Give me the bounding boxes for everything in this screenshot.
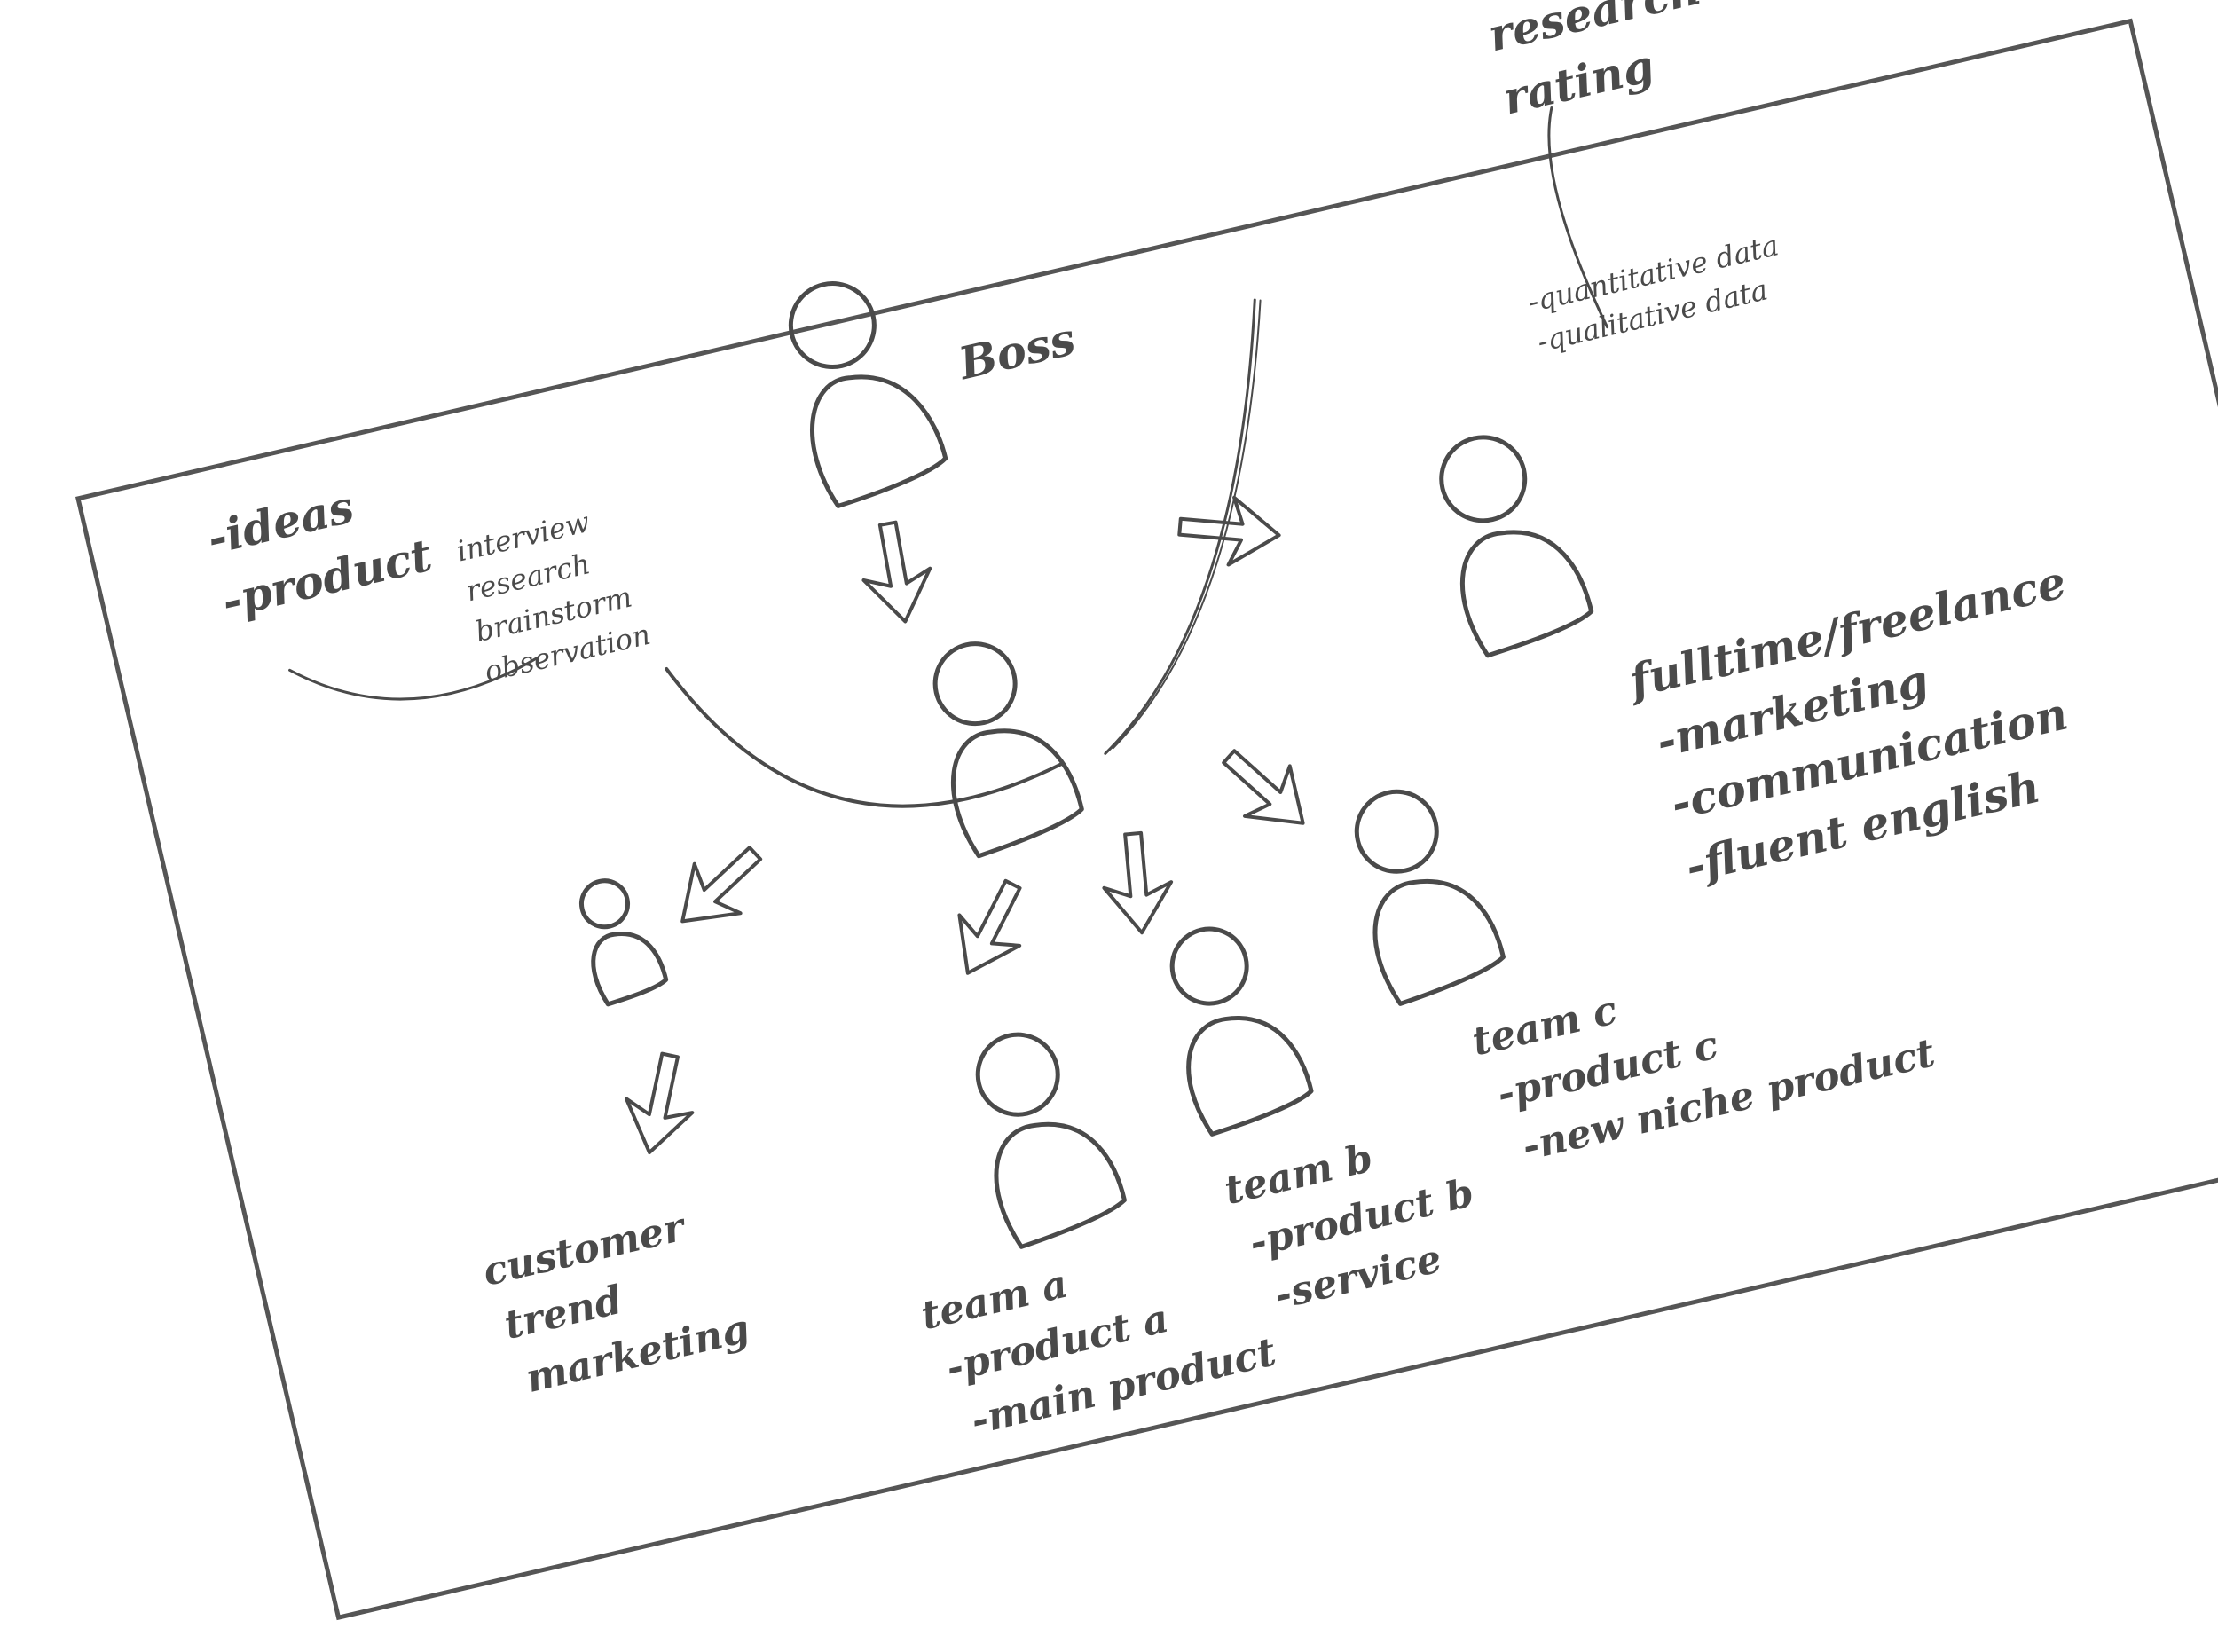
- person-icon-team-c: [1354, 789, 1506, 1006]
- arrow-down-icon-to-team-a: [957, 878, 1022, 975]
- paper-sheet: Boss -ideas -product interview research …: [75, 0, 2218, 1621]
- research-text: research rating: [1483, 0, 1722, 130]
- person-icon-manager: [932, 641, 1084, 859]
- person-icon-team-a: [975, 1032, 1127, 1249]
- arrow-down-icon-to-small: [680, 846, 763, 924]
- arrow-down-icon-to-team-c: [1222, 749, 1305, 825]
- big-arc-right-double: [1112, 299, 1262, 750]
- sketch-layer: [288, 106, 1609, 1249]
- arrow-down-icon-to-customer: [624, 1051, 695, 1155]
- arrow-down-icon-boss-to-manager: [861, 520, 932, 624]
- person-icon-small: [578, 878, 669, 1007]
- research-arc: [1547, 106, 1609, 329]
- arrow-down-icon-to-team-b: [1102, 830, 1174, 935]
- person-icon-team-b: [1169, 926, 1314, 1137]
- arrow-down-icon-to-freelancer: [1177, 495, 1281, 567]
- person-icon-freelancer: [1439, 435, 1594, 658]
- person-icon-boss: [788, 281, 948, 508]
- big-arc: [665, 667, 1065, 808]
- ideas-arc: [288, 657, 539, 701]
- big-arc-right: [1104, 298, 1256, 755]
